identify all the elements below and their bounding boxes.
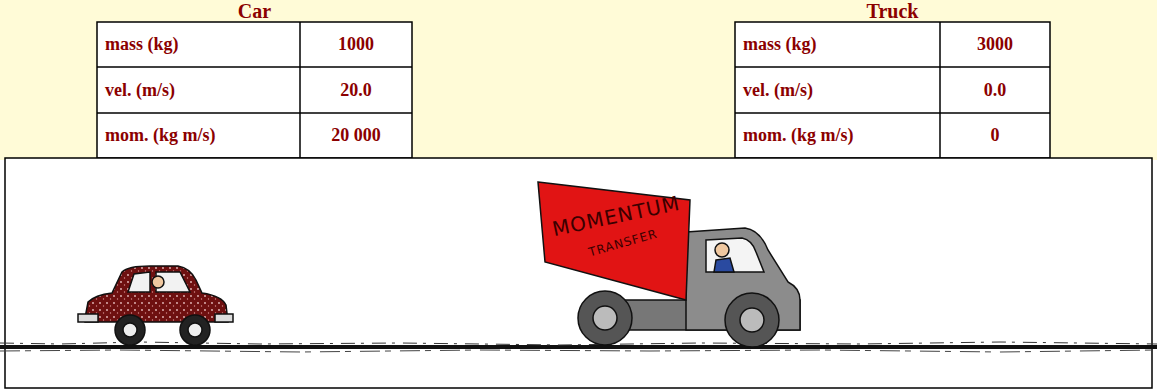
road <box>0 342 1157 352</box>
truck-wheel <box>725 293 779 347</box>
car-wheel <box>180 315 210 345</box>
table-cell: 20 000 <box>300 113 412 158</box>
car-window <box>128 272 150 292</box>
table-cell: 0 <box>940 113 1050 158</box>
car-table <box>97 22 412 158</box>
driver-head <box>715 243 729 257</box>
truck-table <box>735 22 1050 158</box>
table-line <box>735 66 1050 68</box>
truck-wheel <box>578 291 632 345</box>
table-cell: mass (kg) <box>735 22 940 67</box>
table-heading: Car <box>97 0 412 22</box>
car-hubcap <box>188 323 202 337</box>
car-bumper <box>215 314 233 322</box>
table-cell: 20.0 <box>300 67 412 113</box>
truck <box>538 182 800 347</box>
driver-body <box>714 258 734 272</box>
table-line <box>97 66 412 68</box>
truck-box <box>538 182 690 300</box>
header-band <box>0 0 1157 160</box>
table-frame <box>97 22 412 158</box>
table-cell: 3000 <box>940 22 1050 67</box>
car-body <box>85 266 228 322</box>
car-hubcap <box>123 323 137 337</box>
table-cell: mom. (kg m/s) <box>735 113 940 158</box>
table-cell: mass (kg) <box>97 22 300 67</box>
road-line <box>0 345 1157 349</box>
table-cell: vel. (m/s) <box>97 67 300 113</box>
road-texture <box>0 350 1157 352</box>
car-bumper <box>78 314 98 322</box>
table-frame <box>735 22 1050 158</box>
truck-window <box>706 238 764 272</box>
table-line <box>97 112 412 114</box>
table-cell: vel. (m/s) <box>735 67 940 113</box>
table-cell: 0.0 <box>940 67 1050 113</box>
car <box>78 266 233 345</box>
truck-hubcap <box>740 308 764 332</box>
table-cell: 1000 <box>300 22 412 67</box>
table-cell: mom. (kg m/s) <box>97 113 300 158</box>
road-texture <box>0 342 1157 345</box>
table-heading: Truck <box>735 0 1050 22</box>
scene-panel <box>5 158 1152 388</box>
truck-hubcap <box>593 306 617 330</box>
driver-head <box>152 276 164 288</box>
table-line <box>735 112 1050 114</box>
table-line <box>299 22 301 158</box>
table-line <box>939 22 941 158</box>
car-wheel <box>115 315 145 345</box>
